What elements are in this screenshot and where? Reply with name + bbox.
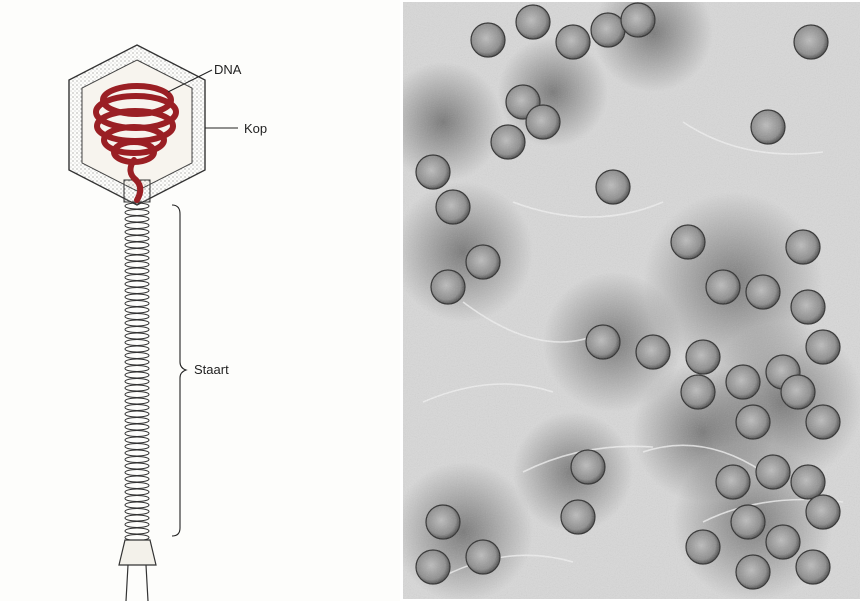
tail-label: Staart — [194, 362, 229, 377]
tail-coil — [125, 307, 149, 313]
tail-coil — [125, 301, 149, 307]
tail-coil — [125, 229, 149, 235]
tail-coil — [125, 476, 149, 482]
tail-coil — [125, 424, 149, 430]
tail-coil — [125, 392, 149, 398]
tail-coil — [125, 255, 149, 261]
tail-coil — [125, 281, 149, 287]
tail-coil — [125, 236, 149, 242]
tail-coil — [125, 223, 149, 229]
tail-coil — [125, 262, 149, 268]
tail-coil — [125, 450, 149, 456]
tail-coil — [125, 333, 149, 339]
tail-coil — [125, 210, 149, 216]
tail-coil — [125, 366, 149, 372]
tail-coil — [125, 294, 149, 300]
tail-coil — [125, 489, 149, 495]
tail-coil — [125, 216, 149, 222]
tail-coil — [125, 405, 149, 411]
dna-label: DNA — [214, 62, 242, 77]
tail-coil — [125, 528, 149, 534]
tail-coil — [125, 268, 149, 274]
base-plate — [119, 540, 156, 601]
tail-coil — [125, 444, 149, 450]
tail-coil — [125, 249, 149, 255]
tail-coil — [125, 385, 149, 391]
tail-coil — [125, 522, 149, 528]
tail-coil — [125, 340, 149, 346]
tail-coil — [125, 327, 149, 333]
tail-coil — [125, 275, 149, 281]
tail-sheath — [125, 203, 149, 541]
tail-coil — [125, 398, 149, 404]
phage-diagram: DNA Kop Staart — [0, 0, 400, 601]
tail-bracket — [172, 205, 186, 536]
tail-coil — [125, 314, 149, 320]
tail-coil — [125, 288, 149, 294]
tail-coil — [125, 418, 149, 424]
tail-coil — [125, 242, 149, 248]
tail-coil — [125, 372, 149, 378]
grain-overlay — [403, 2, 860, 599]
tail-coil — [125, 411, 149, 417]
tail-coil — [125, 346, 149, 352]
tail-coil — [125, 431, 149, 437]
tail-coil — [125, 496, 149, 502]
tail-coil — [125, 353, 149, 359]
tail-coil — [125, 515, 149, 521]
tail-coil — [125, 509, 149, 515]
tail-coil — [125, 483, 149, 489]
tail-coil — [125, 470, 149, 476]
electron-micrograph — [403, 2, 860, 599]
tail-coil — [125, 437, 149, 443]
tail-coil — [125, 457, 149, 463]
tail-coil — [125, 379, 149, 385]
tail-coil — [125, 320, 149, 326]
head-label: Kop — [244, 121, 267, 136]
tail-coil — [125, 463, 149, 469]
tail-coil — [125, 359, 149, 365]
tail-coil — [125, 502, 149, 508]
